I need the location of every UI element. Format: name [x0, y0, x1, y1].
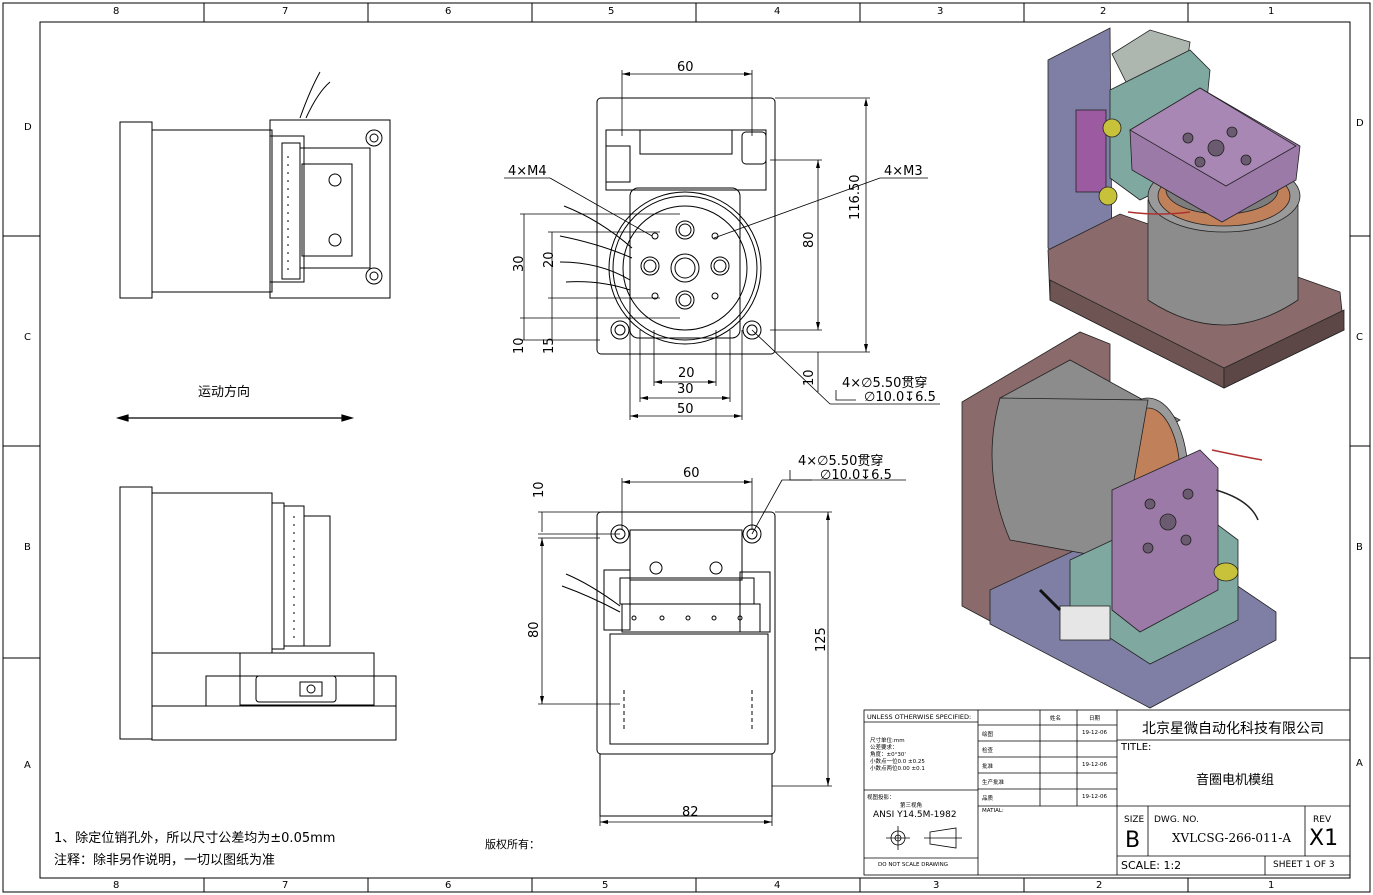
zone-ticks	[3, 3, 1370, 892]
zone-col-3-top: 3	[937, 6, 944, 17]
scale-label: SCALE: 1:2	[1121, 859, 1182, 872]
row-date-2: 19-12-06	[1082, 762, 1107, 768]
dim-top-50-h: 50	[677, 402, 694, 417]
zone-row-b-right: B	[1356, 542, 1363, 553]
spec-line-4: 小数点一位0.0 ±0.25	[870, 759, 925, 765]
dim-top-60: 60	[677, 60, 694, 75]
dim-top-20-v: 20	[542, 251, 557, 268]
zone-col-5-bottom: 5	[602, 880, 609, 891]
note-tolerance: 1、除定位销孔外，所以尺寸公差均为±0.05mm	[54, 831, 336, 846]
zone-col-6-top: 6	[445, 6, 452, 17]
zone-col-1-bottom: 1	[1268, 880, 1275, 891]
zone-col-4-bottom: 4	[774, 880, 781, 891]
drawing-title: 音圈电机模组	[1196, 773, 1275, 788]
dim-top-20-h: 20	[678, 366, 695, 381]
rev-value: X1	[1309, 826, 1339, 851]
center-bottom-view	[561, 511, 776, 817]
zone-col-8-bottom: 8	[113, 880, 120, 891]
zone-col-2-bottom: 2	[1096, 880, 1103, 891]
unless-specified: UNLESS OTHERWISE SPECIFIED:	[867, 713, 972, 721]
dim-top-80: 80	[802, 231, 817, 248]
row-role-3: 生产批准	[982, 780, 1005, 786]
left-top-view	[119, 71, 391, 299]
size-value: B	[1125, 828, 1141, 853]
center-top-arrows	[622, 72, 868, 418]
hole-note-front-1: 4×∅5.50贯穿	[798, 454, 884, 469]
copyright-label: 版权所有：	[485, 838, 540, 851]
dim-top-30-h: 30	[677, 382, 694, 397]
projection-sub: 第三视角	[900, 803, 923, 809]
dim-front-125: 125	[814, 627, 829, 652]
dwg-no-label: DWG. NO.	[1154, 815, 1199, 825]
dim-top-10-b: 10	[802, 369, 817, 386]
row-role-2: 批准	[982, 764, 994, 770]
zone-col-4-top: 4	[774, 6, 781, 17]
center-bottom-arrows	[540, 480, 830, 824]
dim-front-60: 60	[683, 466, 700, 481]
row-date-0: 19-12-06	[1082, 730, 1107, 736]
left-bottom-view	[119, 486, 397, 741]
zone-col-8-top: 8	[113, 6, 120, 17]
hdr-date: 日期	[1089, 716, 1101, 722]
zone-row-c-left: C	[24, 332, 31, 343]
zone-col-7-top: 7	[282, 6, 289, 17]
row-role-0: 绘图	[982, 732, 994, 738]
inner-border	[39, 21, 1351, 879]
motion-arrow	[115, 414, 355, 422]
iso-view-top	[1047, 27, 1345, 389]
zone-row-a-left: A	[24, 760, 31, 771]
dim-front-80: 80	[527, 621, 542, 638]
row-role-4: 品质	[982, 796, 994, 802]
note-general: 注释：除非另作说明，一切以图纸为准	[54, 853, 276, 868]
zone-col-5-top: 5	[608, 6, 615, 17]
dwg-no: XVLCSG-266-011-A	[1172, 831, 1292, 845]
hdr-name: 姓名	[1050, 716, 1062, 722]
zone-row-a-right: A	[1356, 758, 1363, 769]
motion-direction-label: 运动方向	[198, 385, 251, 400]
hole-note-top-1: 4×∅5.50贯穿	[842, 376, 928, 391]
zone-row-c-right: C	[1356, 332, 1363, 343]
spec-line-2: 公差要求：	[870, 745, 898, 751]
zone-col-3-bottom: 3	[933, 880, 940, 891]
do-not-scale: DO NOT SCALE DRAWING	[878, 862, 948, 868]
spec-line-3: 角度：±0°30'	[870, 752, 906, 758]
dim-front-82: 82	[682, 805, 699, 820]
rev-label: REV	[1313, 815, 1332, 825]
projection-label: 视图投影：	[867, 795, 895, 801]
material-label: MATIAL:	[982, 808, 1004, 814]
spec-line-1: 尺寸单位:mm	[870, 738, 905, 744]
title-label: TITLE:	[1121, 742, 1152, 753]
dim-4xm3: 4×M3	[884, 164, 923, 179]
center-top-view	[559, 97, 776, 355]
zone-col-6-bottom: 6	[445, 880, 452, 891]
zone-row-d-left: D	[24, 122, 32, 133]
hole-note-top-2: ∅10.0↧6.5	[864, 390, 936, 405]
dim-top-15-v: 15	[542, 337, 557, 354]
row-date-4: 19-12-06	[1082, 794, 1107, 800]
spec-line-5: 小数点两位0.00 ±0.1	[870, 766, 925, 772]
dim-top-10-v: 10	[512, 337, 527, 354]
zone-col-7-bottom: 7	[282, 880, 289, 891]
dim-116-50: 116.50	[848, 174, 863, 221]
dim-front-10: 10	[532, 481, 547, 498]
row-role-1: 检查	[982, 748, 994, 754]
zone-col-1-top: 1	[1268, 6, 1275, 17]
zone-row-d-right: D	[1356, 118, 1364, 129]
sheet-label: SHEET 1 OF 3	[1273, 860, 1335, 870]
zone-col-2-top: 2	[1100, 6, 1107, 17]
hole-note-front-2: ∅10.0↧6.5	[820, 468, 892, 483]
dim-4xm4: 4×M4	[508, 164, 547, 179]
center-top-dims	[504, 70, 940, 420]
company-name: 北京星微自动化科技有限公司	[1142, 721, 1324, 737]
title-block-grid	[863, 709, 1351, 876]
dim-top-30-v: 30	[512, 255, 527, 272]
iso-view-bottom	[961, 331, 1277, 709]
center-bottom-dims	[538, 470, 906, 826]
zone-row-b-left: B	[24, 542, 31, 553]
size-label: SIZE	[1124, 815, 1145, 825]
ansi-standard: ANSI Y14.5M-1982	[873, 810, 957, 820]
